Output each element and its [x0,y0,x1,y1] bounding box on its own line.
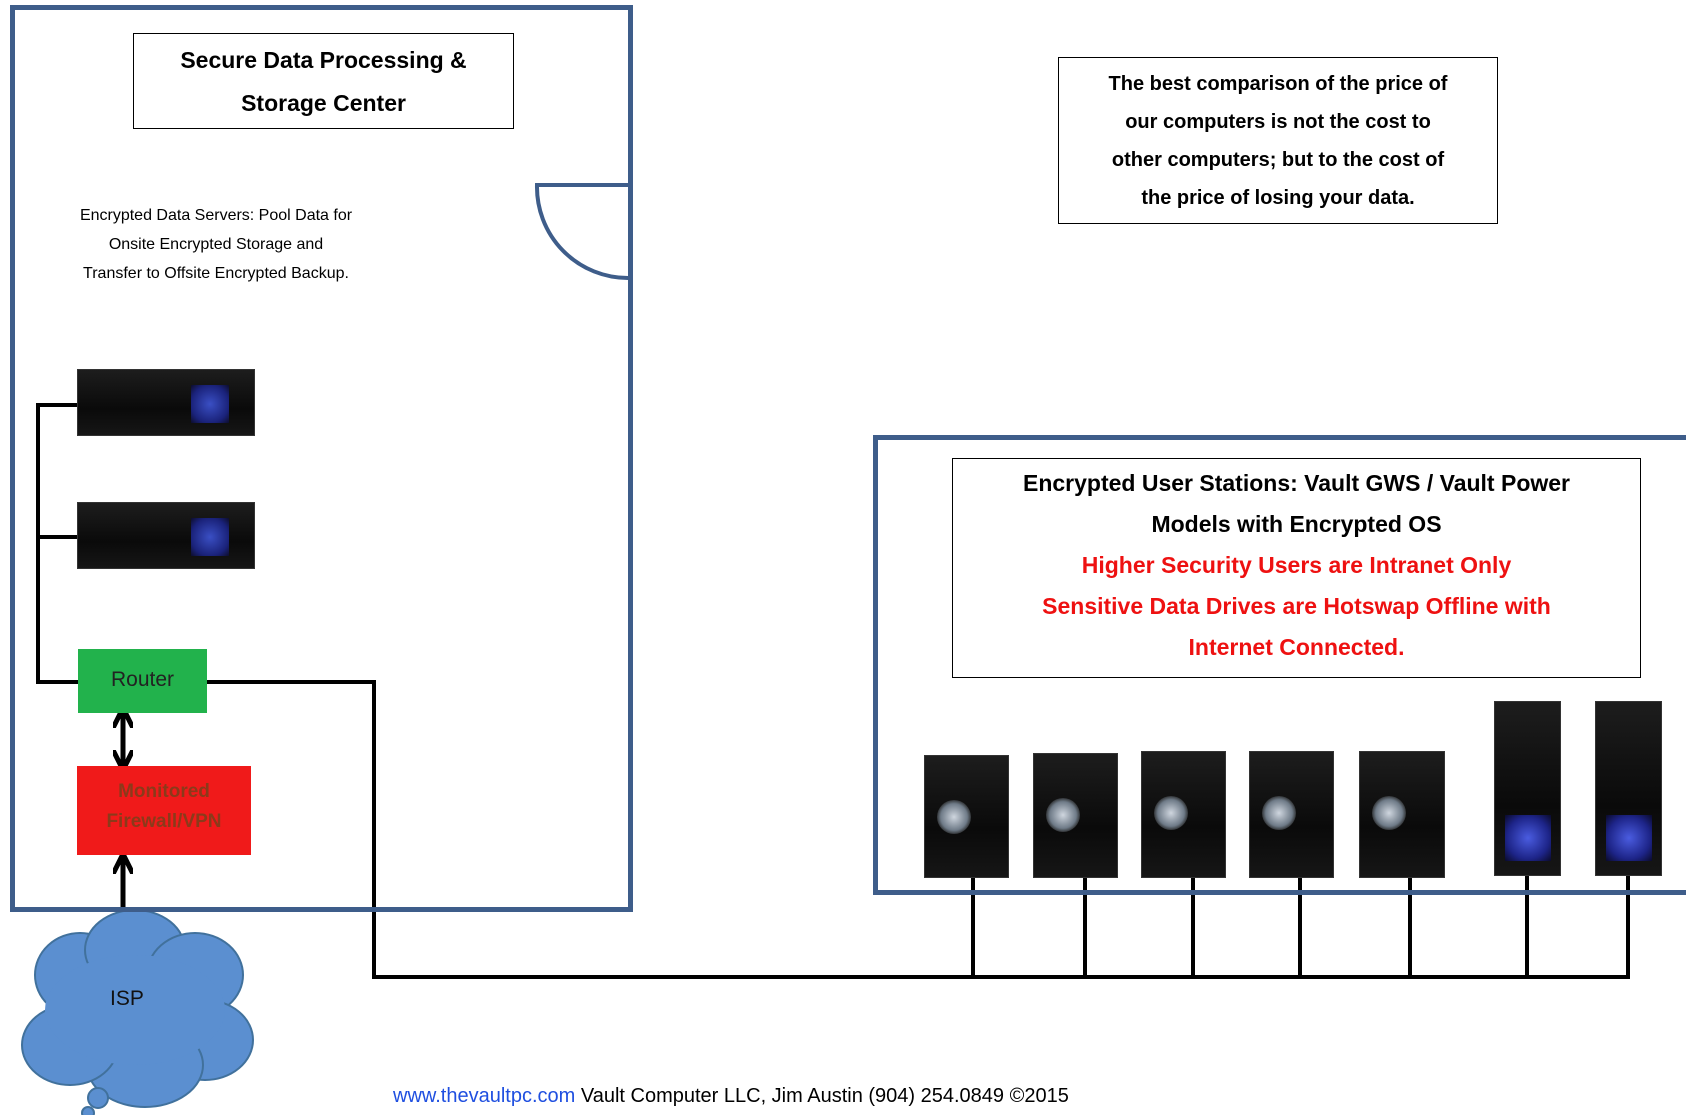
footer-text: Vault Computer LLC, Jim Austin (904) 254… [575,1085,1069,1107]
price-comparison-note: The best comparison of the price of our … [1058,57,1498,224]
firewall-label-line2: Firewall/VPN [106,811,222,832]
vault-power-tower-2 [1595,701,1662,876]
tower-fan-icon [1154,796,1188,830]
tower-fan-icon [1046,798,1080,832]
price-note-line4: the price of losing your data. [1141,187,1415,209]
door-icon [534,183,629,280]
servers-description: Encrypted Data Servers: Pool Data for On… [30,201,402,288]
servers-description-line3: Transfer to Offsite Encrypted Backup. [83,265,349,282]
user-stations-alert-line1: Higher Security Users are Intranet Only [1081,552,1512,578]
server-fan-icon [191,385,229,423]
firewall-label-line1: Monitored [118,781,210,802]
data-center-title-line2: Storage Center [241,90,406,116]
router: Router [78,649,207,713]
server-wire [36,403,82,684]
user-stations-title-line2: Models with Encrypted OS [1151,511,1442,537]
user-stations-description: Encrypted User Stations: Vault GWS / Vau… [952,458,1641,678]
vault-power-tower-1 [1494,701,1561,876]
data-center-title: Secure Data Processing & Storage Center [133,33,514,129]
footer-credit: www.thevaultpc.com Vault Computer LLC, J… [393,1085,1069,1108]
user-workstation-5 [1359,751,1445,878]
price-note-line2: our computers is not the cost to [1125,111,1431,133]
monitored-firewall-vpn: Monitored Firewall/VPN [77,766,251,855]
data-center-title-line1: Secure Data Processing & [180,47,467,73]
user-workstation-2 [1033,753,1118,878]
user-workstation-1 [924,755,1009,878]
trunk-wire [207,680,1630,979]
tower-fan-icon [1372,796,1406,830]
user-workstation-4 [1249,751,1334,878]
encrypted-server-1 [77,369,255,436]
isp-cloud [21,909,254,1115]
price-note-line3: other computers; but to the cost of [1111,149,1445,171]
data-center-room [10,5,633,912]
encrypted-server-2 [77,502,255,569]
user-stations-title-line1: Encrypted User Stations: Vault GWS / Vau… [1022,470,1570,496]
router-label: Router [110,668,175,691]
tower-fan-icon [937,800,971,834]
tower-fan-icon [1262,796,1296,830]
server-fan-icon [191,518,229,556]
user-workstation-3 [1141,751,1226,878]
servers-description-line1: Encrypted Data Servers: Pool Data for [79,207,353,224]
tower-fan-icon [1606,815,1652,861]
website-link[interactable]: www.thevaultpc.com [393,1085,576,1107]
servers-description-line2: Onsite Encrypted Storage and [108,236,324,253]
isp-label: ISP [110,987,144,1010]
user-stations-alert-line3: Internet Connected. [1188,634,1405,660]
price-note-line1: The best comparison of the price of [1108,73,1448,95]
tower-fan-icon [1505,815,1551,861]
user-stations-alert-line2: Sensitive Data Drives are Hotswap Offlin… [1042,593,1551,619]
user-stations-room [873,435,1686,895]
